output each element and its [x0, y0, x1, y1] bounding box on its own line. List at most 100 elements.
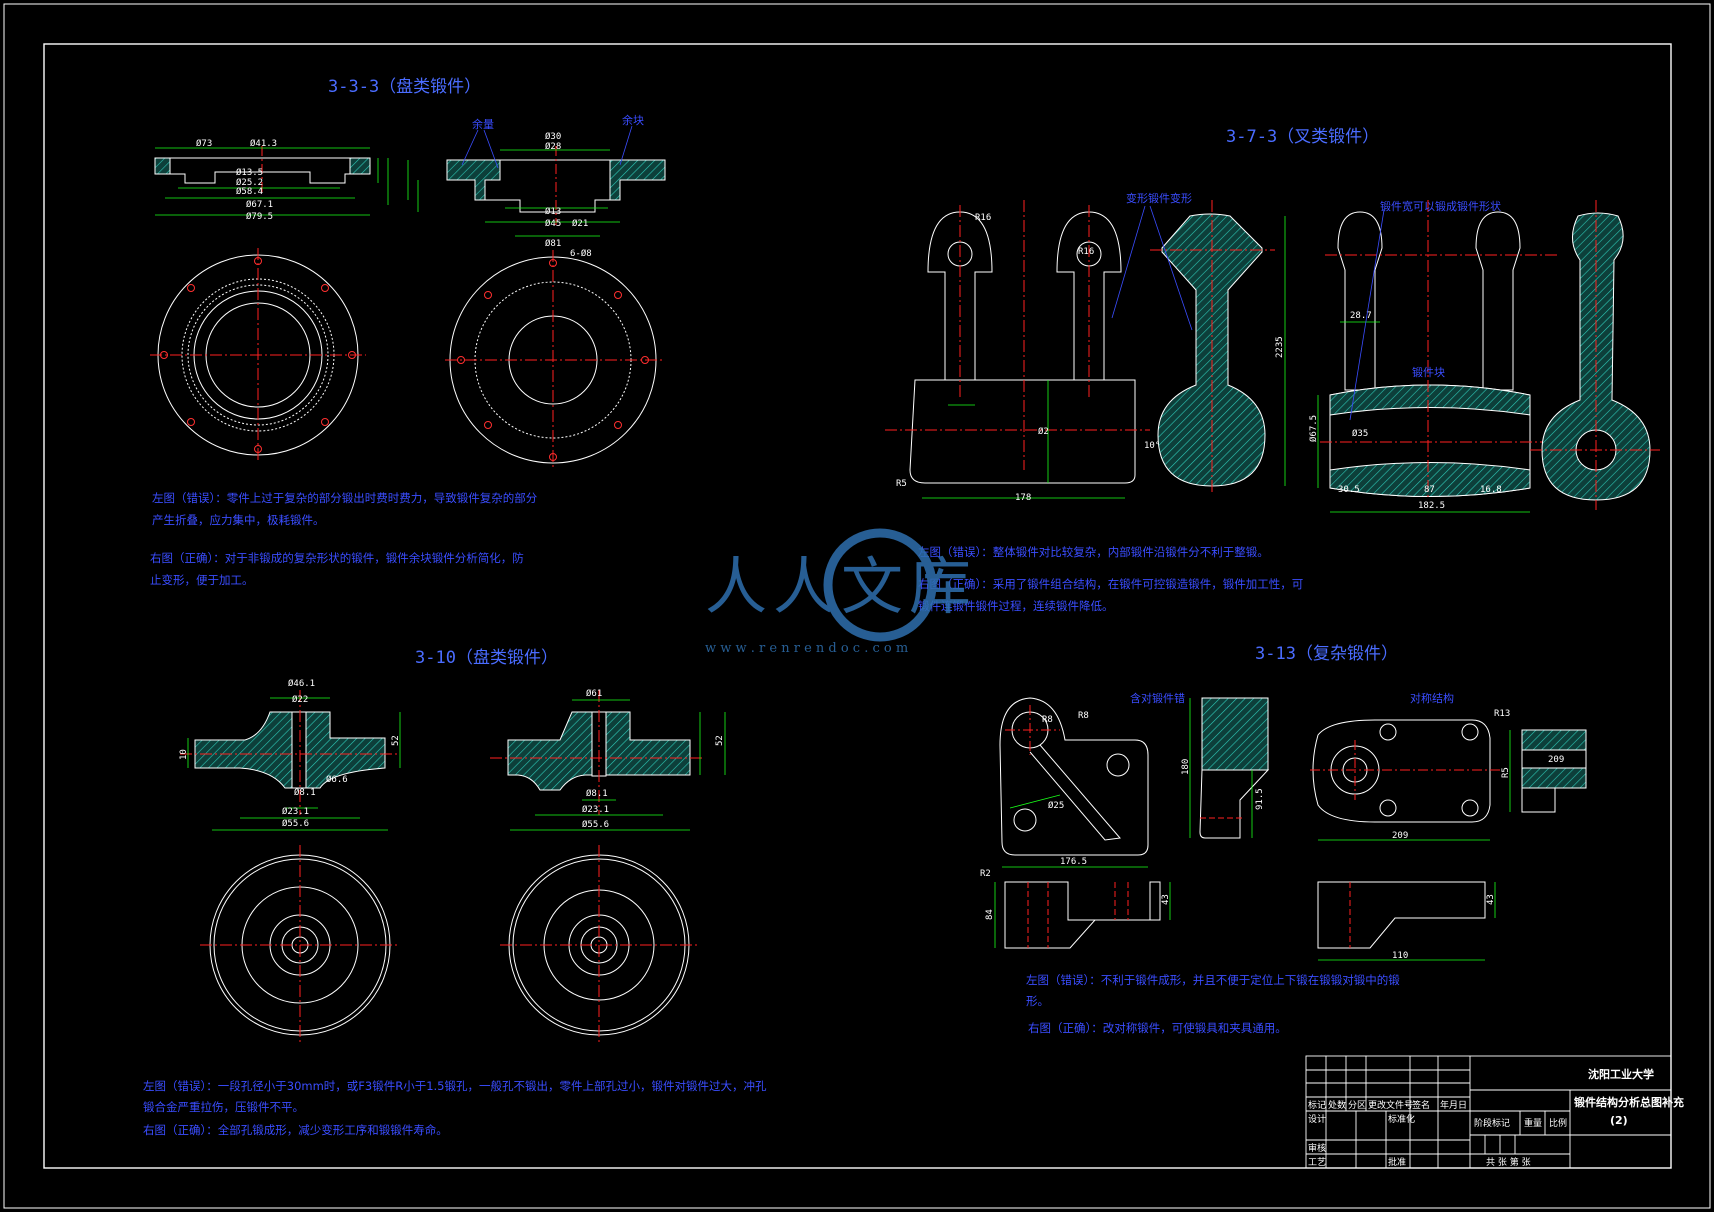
dim-label: 84	[985, 909, 995, 920]
dim-label: Ø23.1	[282, 806, 309, 817]
dim-label: Ø79.5	[246, 211, 273, 222]
dims-bracket-plan-left	[1002, 794, 1148, 868]
dim-label: R2	[980, 869, 991, 879]
part-disc-section-right	[446, 146, 666, 225]
dim-label: 43	[1486, 894, 1496, 905]
watermark: 人人文库 w w w . r e n r e n d o c . c o m	[705, 528, 977, 656]
dim-label: Ø55.6	[282, 818, 309, 829]
tb-date: 年月日	[1440, 1099, 1467, 1111]
inner-frame	[43, 43, 1672, 1169]
tb-process: 工艺	[1308, 1157, 1326, 1168]
dim-label: R16	[975, 213, 991, 223]
dim-label: 182.5	[1418, 501, 1445, 511]
dim-label: Ø35	[1352, 428, 1368, 439]
dim-label: Ø6.6	[326, 774, 348, 785]
tb-zone: 分区	[1348, 1100, 1366, 1111]
part-disc-plan-right	[445, 250, 662, 470]
note-wrong-cont: 形。	[1026, 994, 1049, 1008]
dim-label: Ø8.1	[586, 788, 608, 799]
dim-label: 110	[1392, 951, 1408, 961]
note-right: 右图（正确）：全部孔锻成形，减少变形工序和锻锻件寿命。	[143, 1123, 448, 1137]
note-wrong: 左图（错误）：一段孔径小于30mm时，或F3锻件R小于1.5锻孔，一般孔不锻出，…	[143, 1079, 767, 1093]
dim-label: 180	[1181, 759, 1191, 775]
watermark-logo-icon	[823, 528, 937, 642]
label-asymmetric: 含对锻件错	[1130, 691, 1185, 705]
dim-label: 209	[1548, 755, 1564, 765]
dim-label: Ø28	[545, 141, 561, 152]
dim-label: Ø25	[1048, 800, 1064, 811]
label-deformation: 变形锻件变形	[1126, 191, 1192, 205]
dim-label: 178	[1015, 493, 1031, 503]
label-symmetric: 对称结构	[1410, 691, 1454, 705]
part-bracket-plan-left	[999, 697, 1149, 856]
tb-review: 审核	[1308, 1142, 1326, 1154]
note-right-cont: 锻件连锻件锻件过程，连续锻件降低。	[918, 599, 1114, 613]
note-right: 右图（正确）：改对称锻件，可使锻具和夹具通用。	[1028, 1021, 1287, 1035]
label-allowance: 余量	[472, 117, 494, 131]
dim-label: Ø22	[292, 694, 308, 705]
drawing-title: 锻件结构分析总图补充	[1574, 1095, 1684, 1109]
tb-change-doc: 更改文件号	[1368, 1099, 1413, 1111]
dim-label: Ø61	[586, 688, 602, 699]
note-wrong-cont: 锻合金严重拉伤，压锻件不平。	[143, 1100, 304, 1114]
label-excess-block: 余块	[622, 113, 644, 127]
part-hub-plan-left	[200, 845, 400, 1045]
dim-label: Ø8.1	[294, 787, 316, 798]
dim-label: 91.5	[1255, 788, 1265, 810]
dims-left-section	[155, 147, 389, 216]
dim-label: Ø46.1	[288, 678, 315, 689]
dim-label: 16.8	[1480, 485, 1502, 495]
dim-label: R16	[1078, 247, 1094, 257]
part-hub-section-right	[490, 690, 705, 815]
part-hub-plan-right	[500, 845, 698, 1045]
dim-label: 2235	[1275, 336, 1285, 358]
school-name: 沈阳工业大学	[1588, 1067, 1654, 1081]
tb-count: 处数	[1328, 1099, 1346, 1111]
dims-bracket-elev-right	[1318, 882, 1496, 961]
section-title: 3-13（复杂锻件）	[1255, 644, 1398, 664]
tb-signature: 签名	[1412, 1099, 1430, 1111]
section-title: 3-3-3（盘类锻件）	[328, 77, 481, 97]
dim-label: Ø30	[545, 131, 561, 142]
part-fork-left	[885, 200, 1150, 484]
leader-lines	[1349, 209, 1385, 421]
dim-label: Ø81	[545, 238, 561, 249]
section-3-7-3: 3-7-3（叉类锻件） R16 R16 178 Ø2 10° R5	[885, 127, 1660, 613]
tb-mark: 标记	[1308, 1099, 1326, 1111]
watermark-url: w w w . r e n r e n d o c . c o m	[705, 641, 908, 656]
watermark-text: 人人文库	[705, 550, 977, 623]
dim-label: R5	[1501, 767, 1511, 778]
dim-label: Ø13	[545, 206, 561, 217]
note-right-cont: 止变形，便于加工。	[150, 573, 254, 587]
dim-label: 43	[1161, 894, 1171, 905]
part-bracket-elev-right	[1317, 881, 1486, 949]
note-wrong-cont: 产生折叠，应力集中，极耗锻件。	[152, 513, 325, 527]
dim-label: Ø23.1	[582, 804, 609, 815]
title-block	[1305, 1055, 1672, 1169]
dim-label: 6-Ø8	[570, 248, 592, 259]
part-hub-section-left	[180, 690, 400, 815]
part-bracket-side-right	[1521, 729, 1587, 813]
dim-label: 52	[715, 735, 725, 746]
dim-label: R8	[1042, 715, 1053, 725]
dim-label: 10	[179, 749, 189, 760]
section-title: 3-7-3（叉类锻件）	[1226, 127, 1379, 147]
dim-label: 176.5	[1060, 857, 1087, 867]
dim-label: Ø58.4	[236, 186, 263, 197]
dim-label: Ø45	[545, 218, 561, 229]
dim-label: Ø25.2	[236, 177, 263, 188]
dim-label: 87	[1424, 485, 1435, 495]
dims-bracket-side-left	[1189, 698, 1253, 838]
section-3-13: 3-13（复杂锻件） R8 R8 Ø25 176.5 180	[980, 644, 1587, 1035]
leader-lines	[1111, 205, 1193, 331]
note-wrong: 左图（错误）：不利于锻件成形，并且不便于定位上下锻在锻锻对锻中的锻	[1026, 973, 1400, 987]
section-title: 3-10（盘类锻件）	[415, 648, 558, 668]
part-fork-right	[1320, 200, 1560, 500]
label-fork-note: 锻件宽可以锻成锻件形状	[1380, 199, 1501, 213]
dim-label: R13	[1494, 709, 1510, 719]
dim-label: 30.5	[1338, 485, 1360, 495]
dim-label: R8	[1078, 711, 1089, 721]
dim-label: Ø67.5	[1308, 415, 1319, 442]
note-wrong: 左图（错误）：零件上过于复杂的部分锻出时费时费力，导致锻件复杂的部分	[152, 491, 538, 505]
